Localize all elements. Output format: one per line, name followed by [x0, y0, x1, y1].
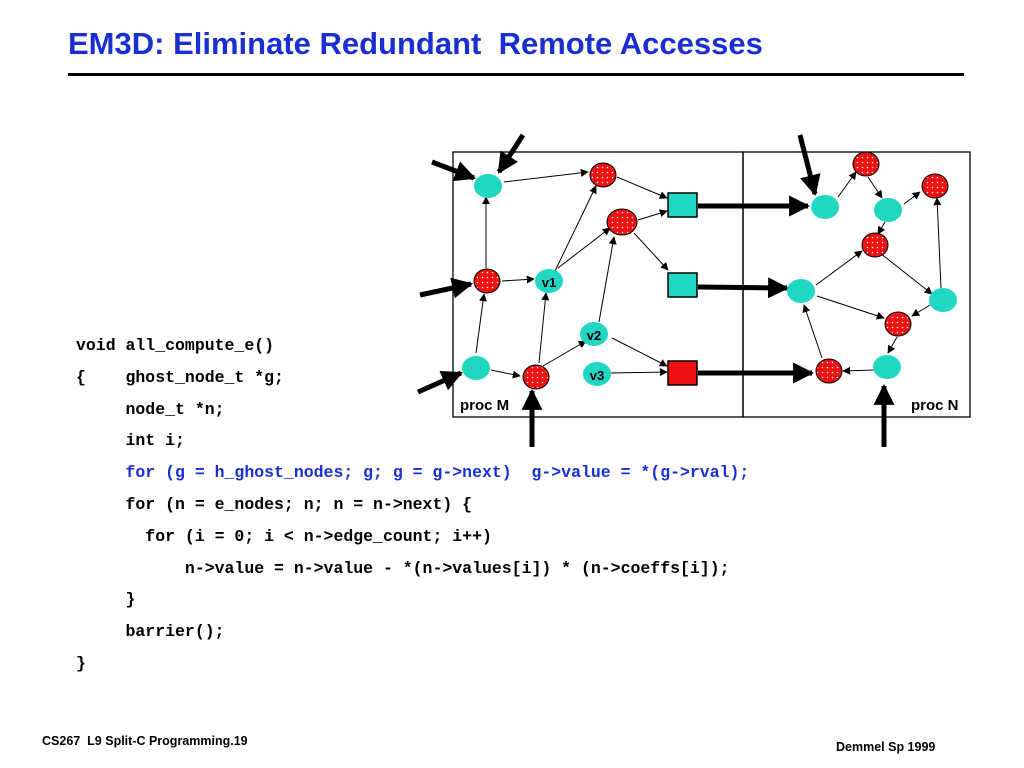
incoming-arrow — [419, 277, 474, 299]
code-line: } — [76, 653, 86, 673]
edge — [887, 336, 898, 354]
incoming-arrow — [416, 370, 463, 395]
slide-title: EM3D: Eliminate Redundant Remote Accesse… — [68, 26, 763, 61]
edge — [611, 337, 668, 367]
code-line: { ghost_node_t *g; — [76, 367, 284, 387]
edge — [616, 176, 668, 199]
code-line: int i; — [76, 431, 185, 451]
code-line: for (n = e_nodes; n; n = n->next) { — [76, 494, 473, 514]
edge — [911, 304, 931, 317]
edge — [490, 369, 521, 379]
ghost-node — [667, 272, 698, 298]
edge — [816, 295, 885, 320]
code-line: for (i = 0; i < n->edge_count; i++) — [76, 526, 492, 546]
ghost-nodes — [667, 192, 698, 386]
e-node-dot-texture — [608, 210, 636, 234]
edge — [933, 197, 942, 289]
incoming-arrow — [496, 133, 526, 174]
h-nodes — [462, 174, 957, 386]
v3-node — [583, 362, 611, 386]
h-node — [811, 195, 839, 219]
edge — [503, 168, 589, 183]
edge — [837, 171, 857, 198]
footer-author-label: Demmel Sp 1999 — [836, 740, 936, 754]
edge — [557, 227, 611, 269]
e-node-dot-texture — [817, 360, 841, 382]
e-node-dot-texture — [854, 153, 878, 175]
e-node-dots — [475, 153, 947, 388]
proc-n-box — [742, 151, 971, 418]
e-node-dot-texture — [524, 366, 548, 388]
edge — [637, 209, 668, 221]
v1-node — [535, 269, 563, 293]
edge — [538, 292, 550, 364]
edge — [610, 368, 668, 377]
edge — [633, 232, 669, 271]
edge — [879, 252, 933, 295]
code-line: for (g = h_ghost_nodes; g; g = g->next) … — [76, 463, 750, 483]
edge — [542, 340, 587, 367]
graph-edges — [475, 168, 942, 379]
edge — [554, 185, 597, 272]
edge — [598, 236, 617, 323]
incoming-arrow — [797, 134, 821, 197]
v1-label: v1 — [542, 275, 556, 290]
edge — [842, 366, 875, 375]
v2-label: v2 — [587, 328, 601, 343]
title-underline — [68, 73, 964, 76]
e-node-dot-texture — [886, 313, 910, 335]
e-node-dot-texture — [863, 234, 887, 256]
v3-label: v3 — [590, 368, 604, 383]
code-line: void all_compute_e() — [76, 336, 275, 355]
remote-access-arrows — [416, 133, 895, 447]
edge — [877, 221, 886, 235]
edge — [903, 191, 921, 205]
code-line: node_t *n; — [76, 399, 225, 419]
proc-n-label: proc N — [911, 397, 959, 414]
code-line: } — [76, 590, 136, 610]
edge — [802, 304, 823, 359]
ghost-node — [667, 360, 698, 386]
code-line: barrier(); — [76, 622, 225, 642]
edge — [815, 250, 863, 286]
ghost-node — [667, 192, 698, 218]
h-node — [787, 279, 815, 303]
code-listing: void all_compute_e() { ghost_node_t *g; n… — [76, 336, 749, 686]
incoming-arrow — [431, 159, 476, 182]
footer-course-label: CS267 L9 Split-C Programming.19 — [42, 734, 248, 748]
e-node-dot-texture — [591, 164, 615, 186]
code-line: n->value = n->value - *(n->values[i]) * … — [76, 558, 730, 578]
e-node-dot-texture — [923, 175, 947, 197]
h-node — [462, 356, 490, 380]
v2-node — [580, 322, 608, 346]
e-node-dot-texture — [475, 270, 499, 292]
ghost-copy-arrow — [697, 277, 790, 299]
h-node — [874, 198, 902, 222]
h-node — [873, 355, 901, 379]
proc-m-label: proc M — [460, 397, 509, 414]
edge — [501, 275, 535, 284]
edge — [867, 176, 883, 199]
h-node — [929, 288, 957, 312]
edge — [475, 293, 487, 354]
h-node — [474, 174, 502, 198]
